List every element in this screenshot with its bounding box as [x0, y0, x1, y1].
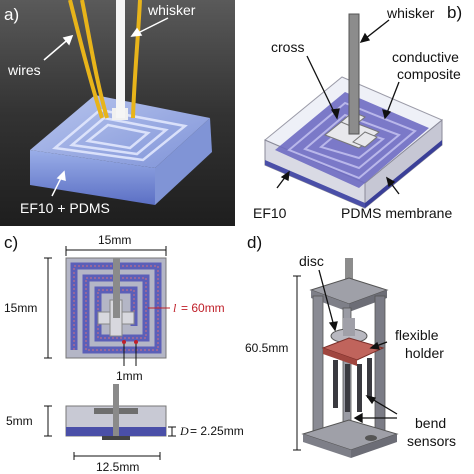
holder-label-1: flexible	[395, 327, 439, 343]
side-height-label: 5mm	[6, 414, 33, 428]
spiral-pattern	[52, 108, 188, 162]
sensors-label-1: bend	[415, 415, 446, 431]
composite-label-2: composite	[397, 66, 461, 82]
column-right	[374, 295, 386, 437]
cross-label: cross	[271, 39, 304, 55]
photo-illustration: a) wires whisker EF10 + PDMS	[0, 0, 235, 226]
disc-label: disc	[299, 253, 324, 269]
height-dimension	[293, 275, 301, 451]
panel-d-letter: d)	[247, 233, 262, 252]
sensors-label-2: sensors	[407, 433, 456, 449]
panel-c-letter: c)	[4, 233, 18, 252]
bottom-plate-side	[351, 434, 397, 458]
top-plate-side	[349, 290, 387, 312]
schematic-illustration: b) whisker cross conductive composite EF…	[253, 3, 462, 221]
disc-rod	[343, 318, 355, 336]
membrane-label: PDMS membrane	[341, 205, 452, 221]
flexible-holder-front	[323, 348, 357, 366]
membrane-right	[365, 140, 442, 208]
panel-d-holder: d) disc 60.5mm flexible holder bend sens…	[237, 228, 474, 474]
panel-b-letter: b)	[447, 3, 462, 22]
material-label: EF10 + PDMS	[20, 200, 110, 216]
length-variable: l	[173, 301, 177, 315]
panel-a-letter: a)	[4, 5, 19, 24]
holder-label-2: holder	[405, 345, 444, 361]
wires-illustration	[68, 0, 142, 119]
annotation-arrows	[318, 269, 398, 424]
holder-whisker	[345, 258, 353, 296]
top-width-label: 15mm	[98, 233, 131, 247]
column-left	[312, 295, 324, 437]
bottom-plate-front	[303, 434, 351, 458]
annotation-arrows	[276, 19, 400, 195]
contact-dot-1	[122, 340, 126, 344]
whisker-label: whisker	[386, 5, 435, 21]
whisker-rod	[348, 13, 360, 135]
holder-illustration: d) disc 60.5mm flexible holder bend sens…	[245, 233, 456, 458]
bend-sensor-strips	[333, 358, 372, 412]
left-height-label: 15mm	[4, 301, 37, 315]
cube-front-face	[30, 150, 155, 205]
ef10-label: EF10	[253, 205, 287, 221]
panel-a-photo: a) wires whisker EF10 + PDMS	[0, 0, 235, 226]
wires-label: wires	[7, 62, 41, 78]
height-label: 60.5mm	[245, 341, 288, 355]
side-view-base	[102, 436, 130, 440]
cube-side-face	[155, 118, 212, 205]
dimension-drawing: c) 15mm 15mm l = 60mm 1mm 5mm D = 2.25mm…	[4, 233, 244, 474]
thickness-value: = 2.25mm	[190, 424, 244, 438]
top-plate-front	[311, 290, 349, 312]
membrane-front	[265, 160, 365, 208]
composite-label-1: conductive	[392, 49, 459, 65]
dimension-lines-side	[44, 405, 176, 460]
dimension-lines-top	[44, 246, 167, 366]
bottom-plate-hole	[365, 435, 377, 441]
whisker-illustration	[116, 0, 125, 118]
side-view-whisker	[113, 384, 119, 436]
panel-b-schematic: b) whisker cross conductive composite EF…	[237, 0, 474, 226]
thickness-variable: D	[179, 424, 189, 438]
panel-c-dimensions: c) 15mm 15mm l = 60mm 1mm 5mm D = 2.25mm…	[0, 228, 244, 474]
top-view-whisker	[113, 258, 120, 318]
bottom-width-label: 12.5mm	[96, 460, 139, 474]
length-value: = 60mm	[181, 301, 225, 315]
gap-label: 1mm	[116, 369, 143, 383]
whisker-label: whisker	[147, 2, 196, 18]
contact-dot-2	[134, 340, 138, 344]
annotation-arrows	[43, 17, 169, 197]
